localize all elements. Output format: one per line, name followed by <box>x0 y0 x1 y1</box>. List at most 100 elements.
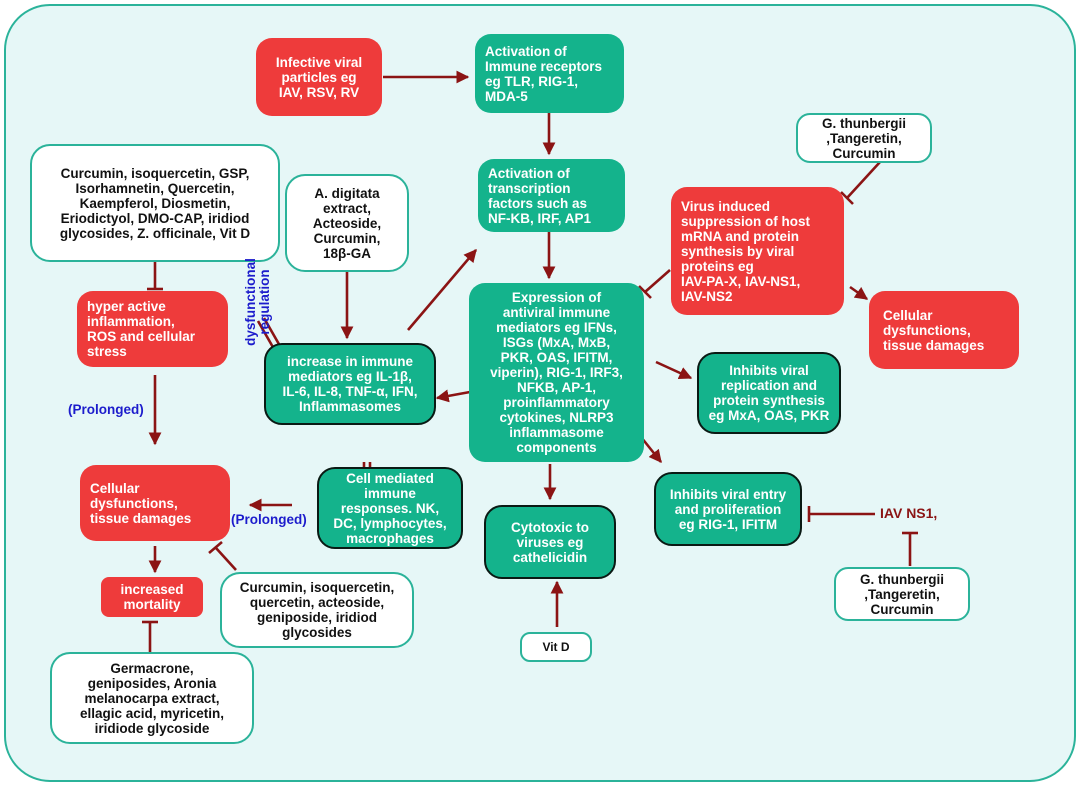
box-line: geniposide, iridiod <box>256 610 377 625</box>
box-line: Curcumin, isoquercetin, <box>239 580 395 595</box>
box-line: DC, lymphocytes, <box>333 515 447 531</box>
box-line: components <box>516 440 597 455</box>
box-line: Immune receptors <box>485 58 603 74</box>
box-line: hyper active <box>87 299 166 314</box>
box-line: Cellular <box>883 307 933 323</box>
box-line: quercetin, acteoside, <box>249 595 385 610</box>
box-line: Curcumin, isoquercetin, GSP, <box>60 165 250 181</box>
box-line: Inhibits viral <box>729 363 809 378</box>
box-line: immune <box>364 485 416 501</box>
box-line: increased <box>120 582 184 597</box>
box-line: ,Tangeretin, <box>864 586 940 602</box>
box-line: protein synthesis <box>713 393 825 408</box>
curcumin-compounds-bottom-box: Curcumin, isoquercetin,quercetin, acteos… <box>220 572 414 648</box>
box-line: IAV-NS2 <box>681 288 733 304</box>
box-line: Acteoside, <box>312 215 382 231</box>
box-line: particles eg <box>281 69 357 85</box>
box-line: melanocarpa extract, <box>84 690 220 706</box>
box-line: Activation of <box>488 165 570 181</box>
inhibit-gt-to-suppression <box>846 161 881 199</box>
box-line: mediators eg IFNs, <box>496 320 617 335</box>
dysfunctional-text: dysfunctional <box>243 258 258 346</box>
box-line: IAV-PA-X, IAV-NS1, <box>681 273 801 289</box>
box-line: dysfunctions, <box>883 322 971 338</box>
box-line: NFKB, AP-1, <box>516 380 596 395</box>
box-line: geniposides, Aronia <box>87 675 217 691</box>
inhibit-curcumin-to-dysfunction-bar <box>208 541 223 554</box>
box-line: Isorhamnetin, Quercetin, <box>75 180 235 196</box>
box-line: Kaempferol, Diosmetin, <box>79 195 231 211</box>
box-line: Inflammasomes <box>298 399 402 414</box>
box-line: antiviral immune <box>502 305 611 320</box>
box-line: Cell mediated <box>346 470 434 486</box>
arrow-mediators-to-transcription <box>407 249 477 331</box>
box-line: IAV, RSV, RV <box>278 84 360 100</box>
box-line: Cytotoxic to <box>510 519 589 535</box>
box-line: stress <box>87 344 127 359</box>
box-line: macrophages <box>346 530 434 546</box>
arrow-suppression-to-dysfunction <box>849 285 869 301</box>
inhibit-suppression-to-expression-bar <box>638 285 652 299</box>
box-line: Curcumin, <box>313 230 381 246</box>
box-line: mRNA and protein <box>681 228 799 244</box>
box-line: suppression of host <box>681 213 811 229</box>
box-line: glycosides, Z. officinale, Vit D <box>59 225 251 241</box>
box-line: viperin), RIG-1, IRF3, <box>490 365 623 380</box>
box-line: Curcumin <box>832 145 896 161</box>
box-line: 18β-GA <box>322 245 371 261</box>
box-line: proteins eg <box>681 258 754 274</box>
gthunbergii-top-box: G. thunbergii,Tangeretin,Curcumin <box>796 113 932 163</box>
box-line: Cellular <box>90 480 140 496</box>
dysfunctional-regulation-label: dysfunctional regulation <box>228 258 288 346</box>
box-line: PKR, OAS, IFITM, <box>500 350 613 365</box>
arrow-expression-to-mediators <box>435 389 471 403</box>
box-line: Virus induced <box>681 198 771 214</box>
box-line: responses. NK, <box>340 500 440 516</box>
box-line: ISGs (MxA, MxB, <box>502 335 611 350</box>
box-line: eg RIG-1, IFITM <box>678 516 778 532</box>
double-arrow-lower <box>256 320 276 350</box>
box-line: synthesis by viral <box>681 243 795 259</box>
box-line: transcription <box>488 180 571 196</box>
box-line: mortality <box>123 597 181 612</box>
box-line: glycosides <box>282 625 352 640</box>
box-line: factors such as <box>488 195 588 211</box>
box-line: tissue damages <box>90 510 192 526</box>
box-line: inflammation, <box>87 314 175 329</box>
box-line: ellagic acid, myricetin, <box>79 705 225 721</box>
box-line: proinflammatory <box>503 395 610 410</box>
box-line: Expression of <box>511 290 602 305</box>
curcumin-compounds-top-box: Curcumin, isoquercetin, GSP,Isorhamnetin… <box>30 144 280 262</box>
box-line: extract, <box>322 200 372 216</box>
box-line: iridiode glycoside <box>94 720 210 736</box>
arrow-expression-to-entry <box>639 436 663 464</box>
box-line: inflammasome <box>509 425 604 440</box>
arrow-expression-to-replication <box>655 360 693 380</box>
double-arrow-upper <box>262 317 282 347</box>
inhibit-curcumin-to-dysfunction <box>215 547 237 571</box>
box-line: Infective viral <box>275 54 363 70</box>
box-line: cathelicidin <box>512 549 588 565</box>
box-line: increase in immune <box>286 354 414 369</box>
box-line: ,Tangeretin, <box>826 130 902 146</box>
inhibit-gt-to-suppression-bar <box>840 191 854 205</box>
vitd-box: Vit D <box>520 632 592 662</box>
box-line: Germacrone, <box>110 660 194 676</box>
box-line: NF-KB, IRF, AP1 <box>488 210 592 226</box>
box-line: eg MxA, OAS, PKR <box>708 408 830 423</box>
box-line: and proliferation <box>674 501 782 517</box>
